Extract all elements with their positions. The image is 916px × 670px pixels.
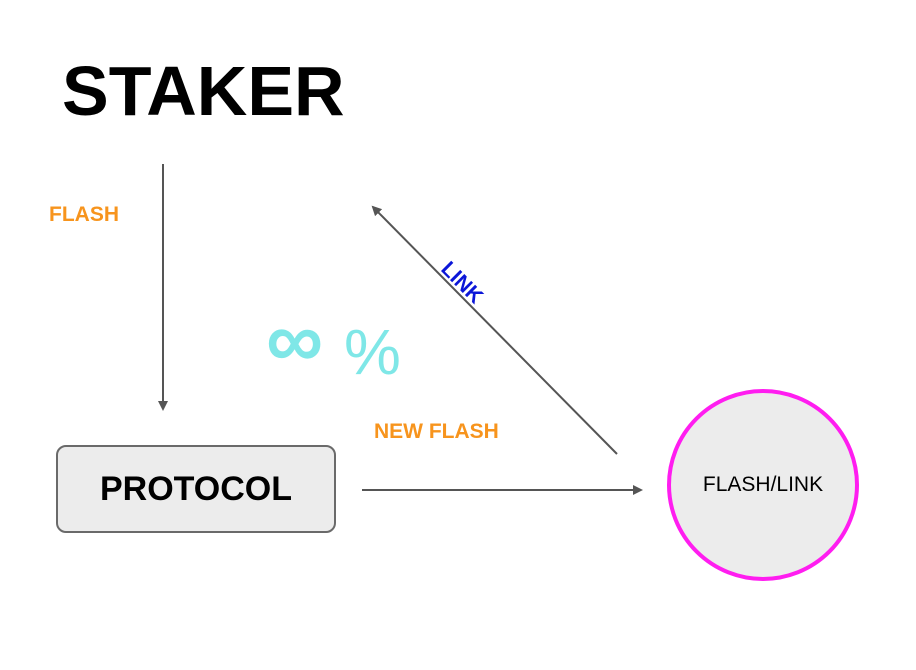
- infinity-symbol: ∞: [266, 295, 324, 384]
- flash-link-node-label: FLASH/LINK: [702, 473, 824, 496]
- edge-label-new-flash: NEW FLASH: [374, 420, 499, 443]
- arrow-node-to-staker: [371, 205, 618, 455]
- percent-sign: %: [344, 316, 401, 388]
- flash-link-node: FLASH/LINK: [667, 389, 859, 581]
- protocol-node-label: PROTOCOL: [99, 469, 293, 508]
- protocol-node: PROTOCOL: [56, 445, 336, 533]
- diagram-title: STAKER: [62, 52, 345, 130]
- edge-label-flash: FLASH: [49, 203, 119, 226]
